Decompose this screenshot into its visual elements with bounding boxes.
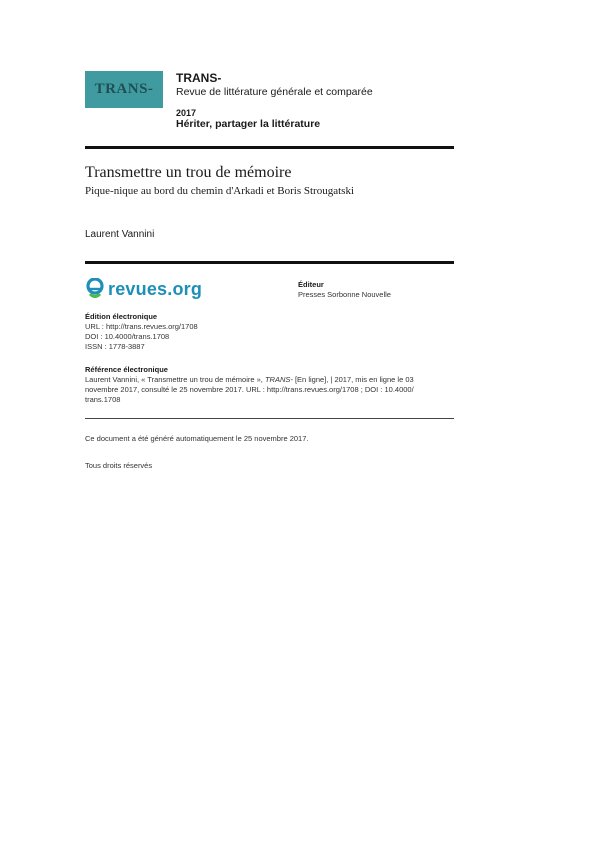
reference-line-1: Laurent Vannini, « Transmettre un trou d… [85, 375, 414, 385]
divider-middle [85, 261, 454, 264]
revues-logo-text: revues.org [108, 278, 203, 299]
journal-title: TRANS- [176, 71, 222, 85]
rights-notice: Tous droits réservés [85, 461, 153, 470]
editor-value: Presses Sorbonne Nouvelle [298, 290, 391, 299]
issue-title: Hériter, partager la littérature [176, 118, 321, 130]
edition-doi[interactable]: DOI : 10.4000/trans.1708 [85, 332, 170, 341]
generated-notice: Ce document a été généré automatiquement… [85, 434, 309, 443]
reference-journal: TRANS- [264, 375, 293, 384]
revues-leaf-icon [86, 278, 104, 298]
electronic-edition-label: Édition électronique [85, 312, 158, 321]
reference-line-2[interactable]: novembre 2017, consulté le 25 novembre 2… [85, 385, 414, 394]
revues-org-logo[interactable]: revues.org [85, 278, 202, 300]
reference-line-1-a: Laurent Vannini, « Transmettre un trou d… [85, 375, 265, 384]
edition-url[interactable]: URL : http://trans.revues.org/1708 [85, 322, 198, 331]
journal-logo-text: TRANS- [94, 81, 154, 97]
reference-label: Référence électronique [85, 365, 168, 374]
divider-bottom [85, 418, 454, 419]
article-author: Laurent Vannini [85, 229, 155, 240]
issue-year: 2017 [176, 108, 197, 118]
divider-top [85, 146, 454, 149]
edition-issn: ISSN : 1778-3887 [85, 342, 145, 351]
reference-line-3: trans.1708 [85, 395, 121, 404]
journal-logo: TRANS- [85, 71, 163, 108]
editor-label: Éditeur [298, 280, 324, 289]
article-title: Transmettre un trou de mémoire [85, 164, 292, 181]
journal-subtitle: Revue de littérature générale et comparé… [176, 86, 373, 98]
reference-line-1-b: [En ligne], | 2017, mis en ligne le 03 [292, 375, 414, 384]
article-subtitle: Pique-nique au bord du chemin d'Arkadi e… [85, 185, 354, 197]
